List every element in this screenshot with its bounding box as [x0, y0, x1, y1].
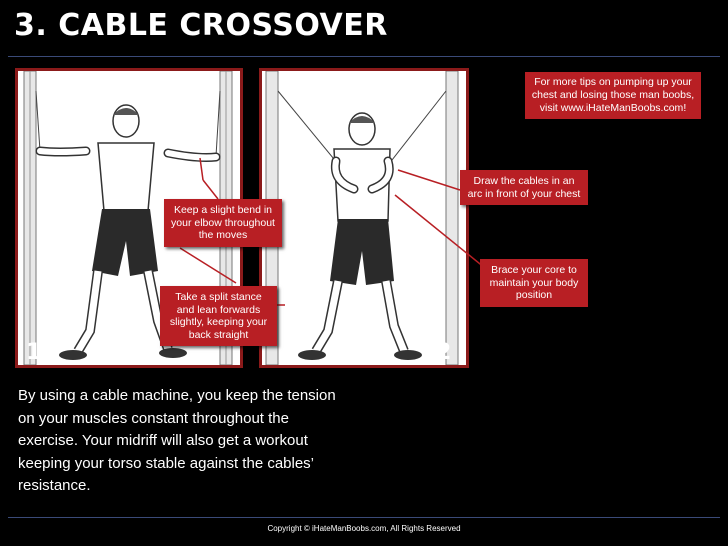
man-with-cables-illustration-2 — [265, 71, 459, 365]
website-link[interactable]: www.iHateManBoobs.com — [560, 102, 684, 114]
callout-cable-arc: Draw the cables in an arc in front of yo… — [460, 170, 588, 205]
exercise-illustration-step-2 — [259, 68, 469, 368]
title-divider — [8, 56, 720, 57]
callout-elbow-bend: Keep a slight bend in your elbow through… — [164, 199, 282, 247]
tip-text-end: ! — [683, 102, 687, 114]
copyright-footer: Copyright © iHateManBoobs.com, All Right… — [267, 524, 461, 533]
step-number-2: 2 — [436, 340, 452, 365]
page-title: 3. CABLE CROSSOVER — [14, 8, 388, 43]
footer-divider — [8, 517, 720, 518]
tip-text: For more tips on pumping up your chest a… — [531, 76, 695, 114]
step-number-1: 1 — [26, 340, 42, 365]
callout-split-stance: Take a split stance and lean forwards sl… — [160, 286, 277, 346]
exercise-description: By using a cable machine, you keep the t… — [18, 387, 336, 494]
tip-box: For more tips on pumping up your chest a… — [525, 72, 701, 119]
callout-brace-core: Brace your core to maintain your body po… — [480, 259, 588, 307]
